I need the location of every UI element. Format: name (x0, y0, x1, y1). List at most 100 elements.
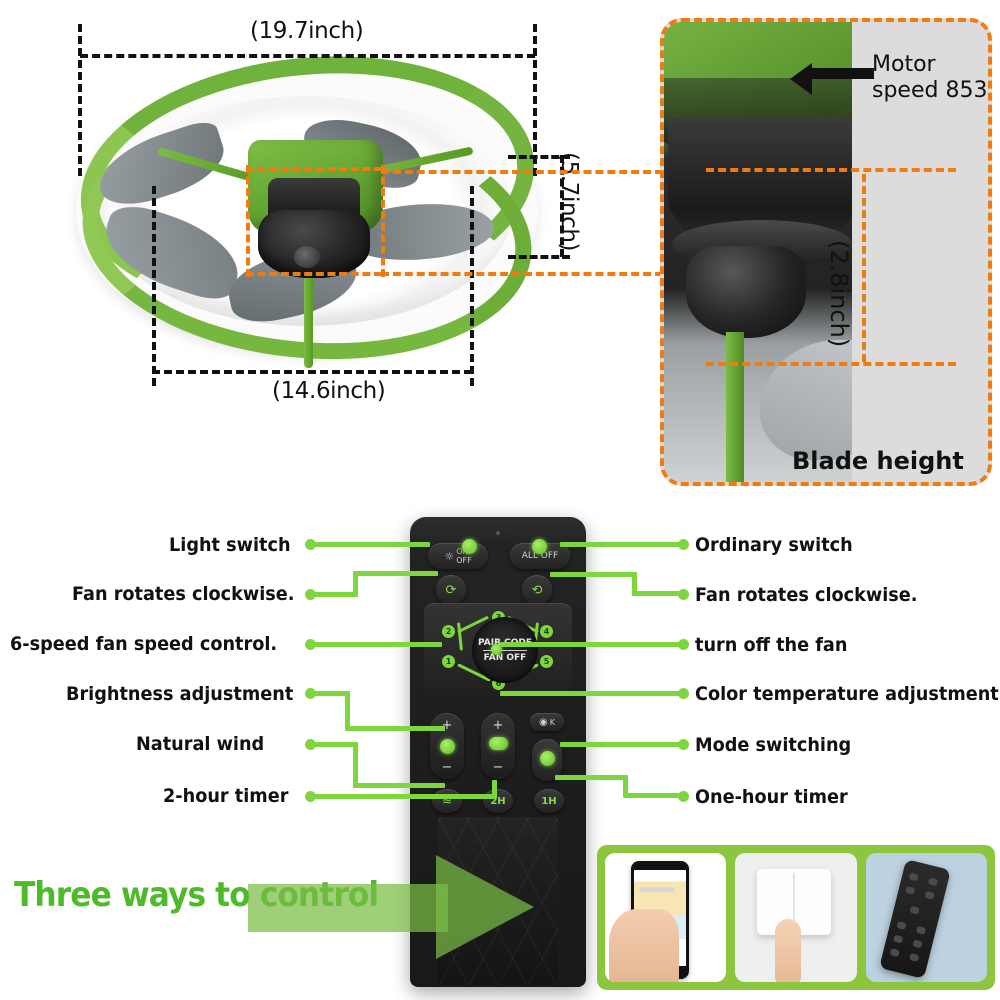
detail-panel-background (852, 22, 988, 482)
width-extension-left (78, 24, 82, 176)
callout-line (312, 794, 497, 799)
timer-2h-label: 2H (490, 795, 506, 807)
height-dimension-line (560, 155, 564, 257)
callout-6-speed-fan-control: 6-speed fan speed control. (10, 633, 278, 655)
motor-speed-line-2: speed 853 (872, 78, 988, 103)
two-hour-timer-button[interactable]: 2H (483, 789, 513, 813)
fan-center-lens (258, 210, 370, 278)
callout-line (632, 591, 682, 596)
callout-dot (678, 739, 689, 750)
zoom-connector-top (381, 170, 663, 174)
callout-line (312, 742, 358, 747)
mode-switch-highlight-icon (540, 751, 555, 766)
light-button-off-label: OFF (456, 556, 472, 565)
control-method-app[interactable] (605, 853, 727, 982)
ir-emitter-icon (496, 531, 500, 535)
brightness-plus-label: + (441, 718, 453, 733)
callout-line (312, 642, 442, 647)
callout-line-vertical (353, 573, 358, 595)
finger-pressing-switch (775, 919, 802, 982)
height-extension-top (508, 155, 570, 159)
ceiling-fan-product-image (68, 34, 547, 388)
motor-speed-label: Motor speed 853 (872, 52, 988, 104)
control-method-wall-switch[interactable] (735, 853, 857, 982)
motor-detail-panel: Motor speed 853 (2.8inch) Blade height (660, 18, 992, 486)
zoom-region-top-edge (246, 167, 382, 171)
callout-brightness-adjustment: Brightness adjustment (66, 683, 294, 705)
light-button-highlight (462, 539, 477, 554)
callout-dot (678, 791, 689, 802)
zoom-region-bottom-edge (246, 272, 382, 276)
light-button-on-label: ON (456, 547, 469, 556)
fan-speed-pad[interactable]: 1 2 3 4 5 6 PAIR CODE FAN OFF (424, 603, 572, 699)
callout-line (353, 571, 438, 576)
fan-support-arm (304, 272, 313, 368)
callout-line (312, 542, 430, 547)
speed-point-2[interactable]: 2 (442, 625, 455, 638)
remote-control-image (878, 859, 951, 979)
callout-line (353, 783, 445, 788)
green-arrow-shaft (248, 884, 448, 932)
callout-fan-rotates-clockwise-left: Fan rotates clockwise. (72, 583, 295, 605)
callout-dot (678, 688, 689, 699)
sun-icon: ☼ (444, 549, 455, 563)
fan-off-highlight (491, 644, 502, 655)
kelvin-label: K (549, 717, 555, 727)
callout-mode-switching: Mode switching (695, 734, 852, 756)
color-temp-highlight-icon (489, 737, 508, 750)
zoom-connector-bottom (381, 272, 663, 276)
callout-natural-wind: Natural wind (136, 733, 265, 755)
callout-line (500, 691, 682, 696)
brightness-minus-label: − (441, 760, 453, 775)
blade-height-bottom-guide (706, 362, 956, 366)
blade-height-dimension-line (862, 174, 866, 362)
fan-clockwise-left-button[interactable]: ⟳ (436, 575, 466, 605)
height-dimension-label: (5.7inch) (556, 152, 582, 252)
one-hour-timer-button[interactable]: 1H (534, 789, 564, 813)
speed-point-1[interactable]: 1 (442, 655, 455, 668)
callout-dot (305, 791, 316, 802)
hand-holding-phone (609, 909, 679, 982)
callout-line-vertical (632, 572, 637, 594)
blade-height-dimension-label: (2.8inch) (825, 240, 853, 348)
pair-code-fan-off-button[interactable]: PAIR CODE FAN OFF (472, 617, 538, 683)
callout-line-vertical (345, 691, 350, 729)
zoom-region-left-edge (246, 165, 250, 277)
all-off-button[interactable]: ALL OFF (510, 543, 570, 569)
callout-line (312, 592, 358, 597)
divider (483, 649, 527, 651)
control-method-remote[interactable] (865, 853, 987, 982)
callout-line (550, 572, 635, 577)
fan-off-label: FAN OFF (483, 652, 527, 663)
kelvin-icon: ◉ (539, 716, 548, 728)
speed-point-4[interactable]: 4 (540, 625, 553, 638)
kelvin-button[interactable]: ◉ K (530, 713, 564, 731)
natural-wind-button[interactable]: ≈ (432, 789, 462, 813)
callout-dot (678, 539, 689, 550)
callout-2-hour-timer: 2-hour timer (163, 785, 289, 807)
callout-dot (305, 589, 316, 600)
speed-point-5[interactable]: 5 (540, 655, 553, 668)
fan-clockwise-right-button[interactable]: ⟲ (522, 575, 552, 605)
callout-line (312, 691, 350, 696)
callout-line-vertical (492, 780, 497, 796)
callout-dot (305, 688, 316, 699)
phone-app-bar (639, 887, 675, 892)
green-arrow-head-icon (436, 855, 534, 959)
callout-dot (305, 739, 316, 750)
zoom-region-right-edge (381, 165, 385, 277)
callout-dot (678, 639, 689, 650)
rotate-reverse-icon: ⟲ (531, 582, 543, 598)
width-dimension-line (80, 54, 535, 58)
inner-width-dimension-line (152, 370, 472, 374)
callout-line (623, 793, 683, 798)
blade-height-caption: Blade height (792, 447, 964, 475)
callout-dot (678, 589, 689, 600)
all-off-button-highlight (532, 539, 547, 554)
motor-closeup-photo (664, 22, 890, 482)
width-dimension-label: (19.7inch) (250, 18, 364, 44)
callout-dot (305, 539, 316, 550)
callout-light-switch: Light switch (169, 534, 291, 556)
light-on-off-button[interactable]: ☼ ON OFF (428, 543, 488, 569)
